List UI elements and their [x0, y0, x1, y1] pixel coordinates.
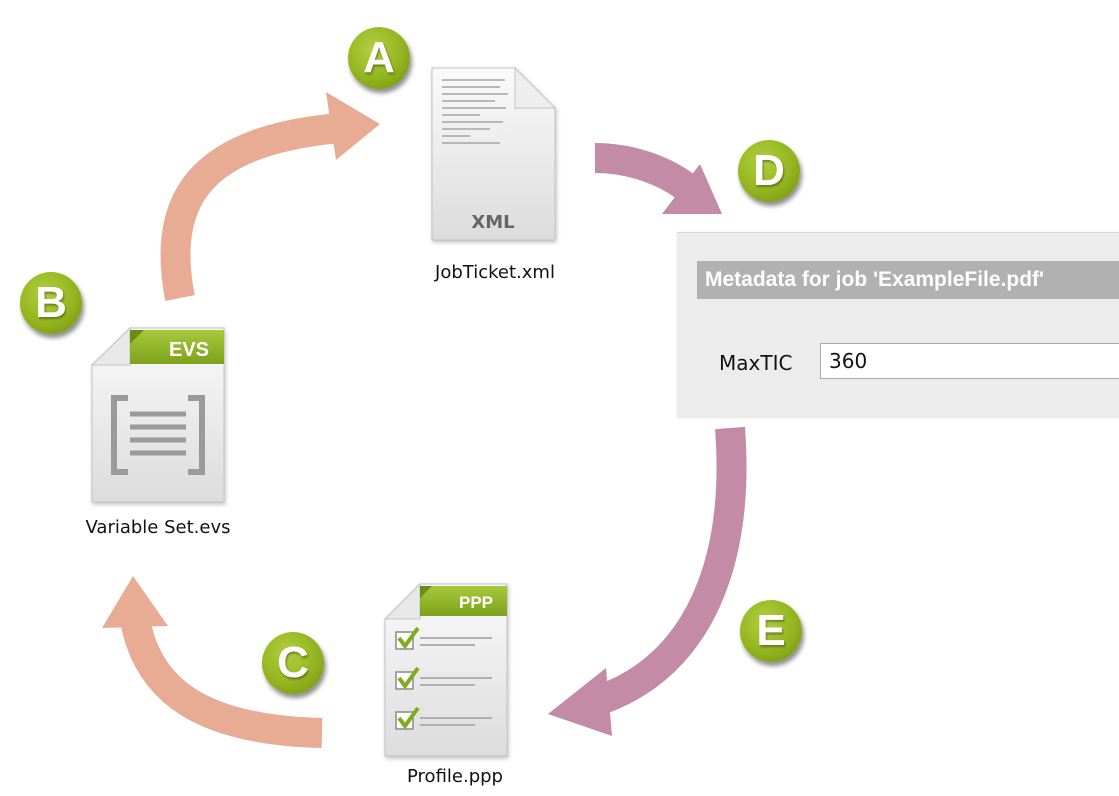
evs-file-icon: EVS: [90, 326, 225, 503]
badge-c: C: [262, 632, 324, 694]
xml-file-icon: XML: [431, 66, 557, 241]
jobticket-filename: JobTicket.xml: [435, 262, 555, 283]
arrow-b-to-a: [160, 92, 380, 301]
xml-icon-text: XML: [471, 212, 514, 233]
metadata-panel: Metadata for job 'ExampleFile.pdf' MaxTI…: [677, 232, 1119, 418]
ppp-file-icon: PPP: [383, 582, 508, 757]
arrow-a-to-d: [594, 143, 722, 214]
badge-d: D: [738, 140, 800, 202]
variable-set-filename: Variable Set.evs: [85, 517, 231, 538]
badge-e: E: [740, 600, 802, 662]
ppp-icon-text: PPP: [459, 593, 493, 612]
checkbox-check-icon: [395, 626, 420, 730]
maxtic-label: MaxTIC: [719, 351, 793, 375]
arrow-panel-to-profile: [548, 426, 747, 736]
arrow-c-to-b: [102, 576, 323, 748]
badge-b: B: [20, 272, 82, 334]
profile-filename: Profile.ppp: [407, 766, 503, 787]
badge-a: A: [348, 27, 410, 89]
evs-icon-text: EVS: [169, 339, 209, 361]
maxtic-input[interactable]: [820, 343, 1119, 379]
metadata-panel-title: Metadata for job 'ExampleFile.pdf': [697, 261, 1119, 299]
